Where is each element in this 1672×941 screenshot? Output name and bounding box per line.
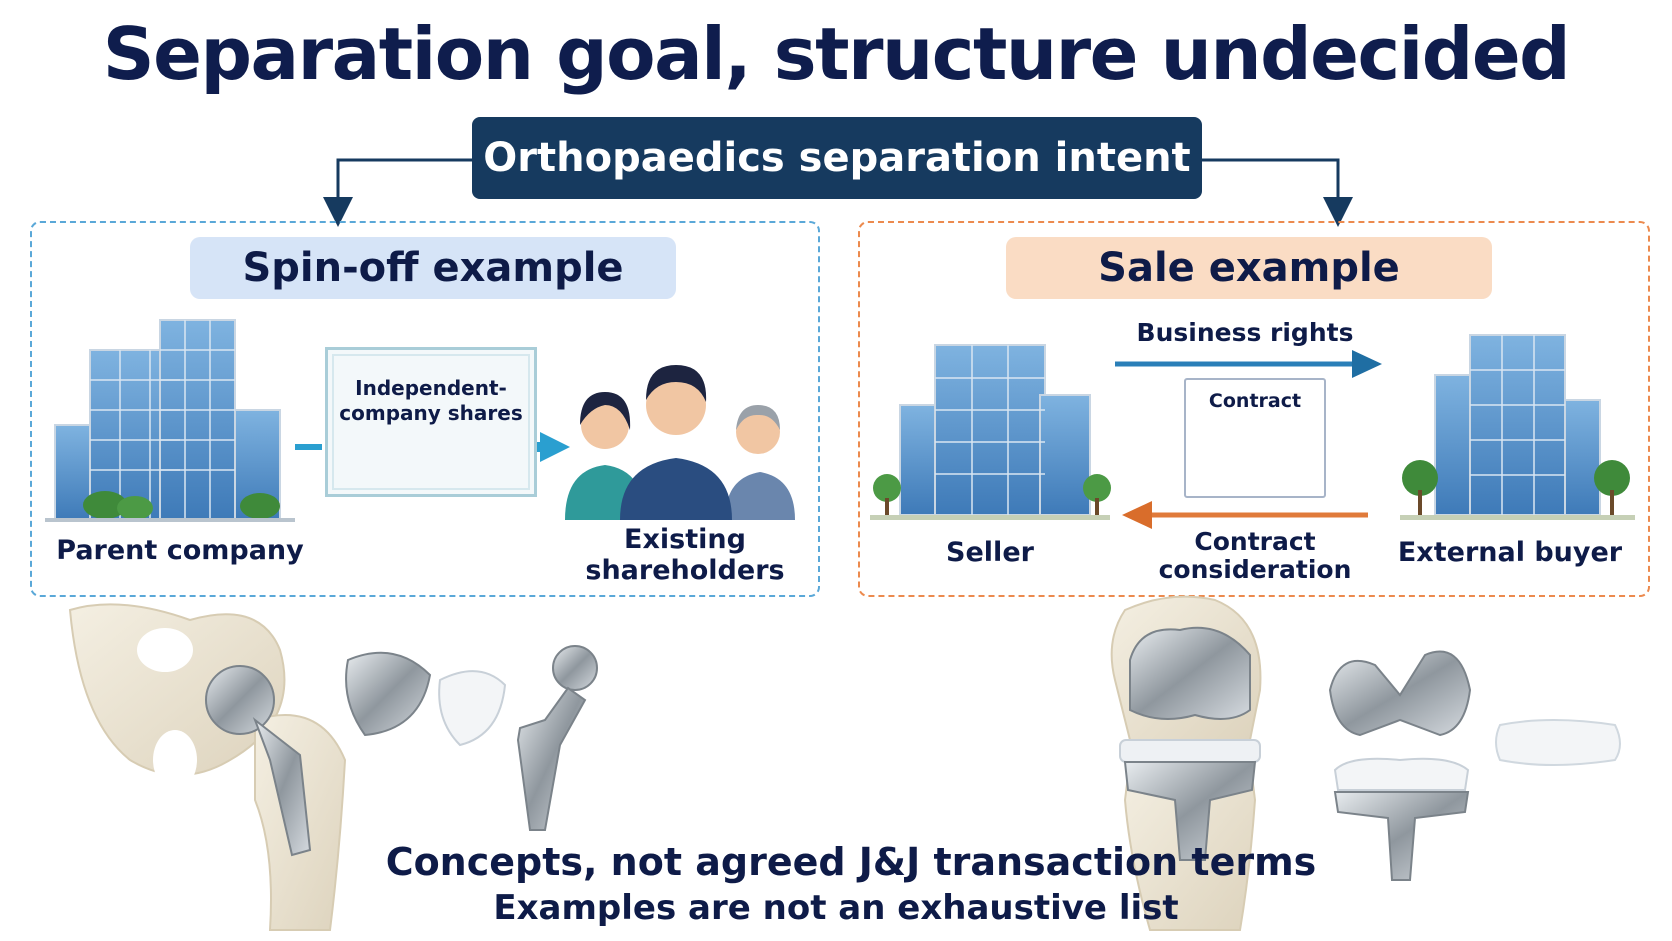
- hip-implant-illustration: [68, 603, 598, 931]
- spinoff-panel: [30, 221, 820, 597]
- footnote-examples: Examples are not an exhaustive list: [493, 888, 1179, 928]
- contract-label: Contract: [1208, 390, 1302, 412]
- parent-company-label: Parent company: [56, 535, 304, 566]
- buyer-label: External buyer: [1397, 537, 1623, 568]
- seller-label: Seller: [946, 537, 1034, 568]
- separation-intent-box: Orthopaedics separation intent: [472, 117, 1202, 199]
- spinoff-heading: Spin-off example: [190, 237, 676, 299]
- seller-building-icon: [870, 344, 1111, 520]
- parent-company-building-icon: [45, 319, 295, 522]
- business-rights-label: Business rights: [1136, 318, 1354, 347]
- page-title: Separation goal, structure undecided: [102, 12, 1571, 96]
- share-certificate: Independent-company shares: [325, 347, 537, 497]
- shareholders-people-icon: [565, 365, 795, 520]
- sale-heading: Sale example: [1006, 237, 1492, 299]
- certificate-label: Independent-company shares: [339, 376, 523, 425]
- shareholders-label: Existing shareholders: [585, 524, 785, 586]
- knee-implant-illustration: [1110, 595, 1621, 931]
- footnote-terms: Concepts, not agreed J&J transaction ter…: [385, 840, 1317, 884]
- contract-document: Contract: [1184, 378, 1326, 498]
- buyer-building-icon: [1400, 334, 1635, 520]
- sale-panel: [858, 221, 1650, 597]
- consideration-label: Contract consideration: [1158, 527, 1352, 584]
